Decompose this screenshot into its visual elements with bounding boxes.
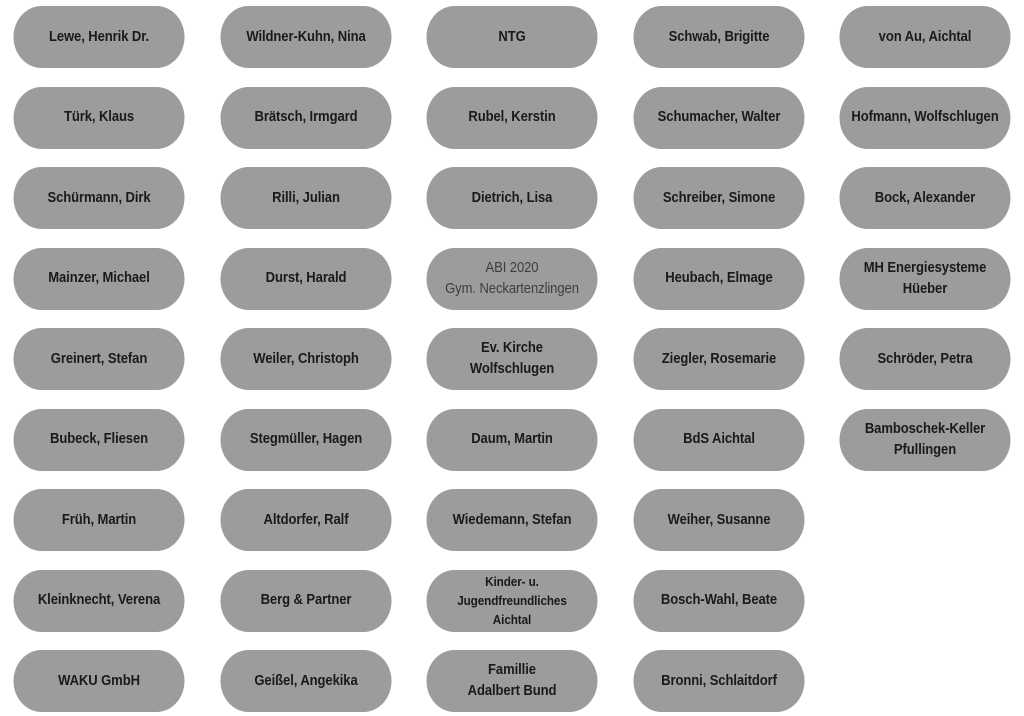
sponsor-grid: Lewe, Henrik Dr. Wildner-Kuhn, Nina NTG … xyxy=(4,6,1020,712)
sponsor-tile: Bosch-Wahl, Beate xyxy=(633,569,804,632)
sponsor-tile: von Au, Aichtal xyxy=(839,6,1011,68)
sponsor-tile: Ev. Kirche Wolfschlugen xyxy=(426,328,598,390)
sponsor-tile: Wildner-Kuhn, Nina xyxy=(220,6,391,68)
sponsor-tile: Durst, Harald xyxy=(220,247,391,310)
sponsor-tile: Kinder- u. Jugendfreundliches Aichtal xyxy=(426,569,598,632)
sponsor-tile: Berg & Partner xyxy=(220,569,391,632)
sponsor-tile: Mainzer, Michael xyxy=(13,247,185,310)
sponsor-tile: Bubeck, Fliesen xyxy=(13,408,185,471)
sponsor-tile: Geißel, Angekika xyxy=(220,650,391,712)
sponsor-tile: Schürmann, Dirk xyxy=(13,167,185,229)
sponsor-tile: Schreiber, Simone xyxy=(633,167,804,229)
sponsor-tile: Lewe, Henrik Dr. xyxy=(13,6,185,68)
sponsor-tile: Rilli, Julian xyxy=(220,167,391,229)
sponsor-tile: Schröder, Petra xyxy=(839,328,1011,390)
sponsor-tile: Famillie Adalbert Bund xyxy=(426,650,598,712)
sponsor-tile: Türk, Klaus xyxy=(13,86,185,149)
sponsor-tile: Brätsch, Irmgard xyxy=(220,86,391,149)
sponsor-tile: Heubach, Elmage xyxy=(633,247,804,310)
sponsor-tile: Kleinknecht, Verena xyxy=(13,569,185,632)
sponsor-tile: Daum, Martin xyxy=(426,408,598,471)
sponsor-tile: MH Energiesysteme Hüeber xyxy=(839,247,1011,310)
sponsor-tile: WAKU GmbH xyxy=(13,650,185,712)
sponsor-tile: NTG xyxy=(426,6,598,68)
sponsor-tile: Weiler, Christoph xyxy=(220,328,391,390)
sponsor-tile: Wiedemann, Stefan xyxy=(426,489,598,551)
sponsor-tile: Rubel, Kerstin xyxy=(426,86,598,149)
sponsor-tile: Bock, Alexander xyxy=(839,167,1011,229)
sponsor-tile: Dietrich, Lisa xyxy=(426,167,598,229)
sponsor-tile: Bamboschek-Keller Pfullingen xyxy=(839,408,1011,471)
sponsor-tile: BdS Aichtal xyxy=(633,408,804,471)
sponsor-tile: Weiher, Susanne xyxy=(633,489,804,551)
sponsor-tile: Früh, Martin xyxy=(13,489,185,551)
sponsor-tile: Greinert, Stefan xyxy=(13,328,185,390)
sponsor-tile: Schumacher, Walter xyxy=(633,86,804,149)
sponsor-tile: Hofmann, Wolfschlugen xyxy=(839,86,1011,149)
sponsor-tile: Altdorfer, Ralf xyxy=(220,489,391,551)
sponsor-tile: ABI 2020 Gym. Neckartenzlingen xyxy=(426,247,598,310)
sponsor-tile: Schwab, Brigitte xyxy=(633,6,804,68)
sponsor-tile: Stegmüller, Hagen xyxy=(220,408,391,471)
sponsor-tile: Bronni, Schlaitdorf xyxy=(633,650,804,712)
sponsor-tile: Ziegler, Rosemarie xyxy=(633,328,804,390)
